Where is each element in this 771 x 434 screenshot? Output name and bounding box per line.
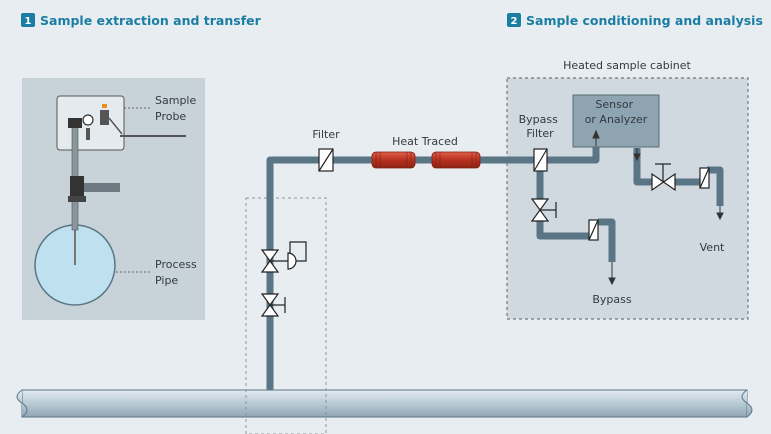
vent-valve-icon [651, 163, 676, 192]
probe-stem [71, 119, 79, 231]
bypass-line [536, 220, 590, 240]
main-pipe-left-break [16, 389, 28, 418]
sample-probe-assembly [56, 95, 186, 231]
to-sensor-arrow-icon [592, 129, 600, 139]
section-1-badge [21, 13, 35, 27]
heat-traced-line [371, 151, 481, 169]
filter-label: Filter [312, 128, 340, 141]
flow-arrows [592, 129, 724, 286]
isolation-valve-body [70, 176, 84, 198]
bypass-filter-label: Bypass Filter [519, 113, 562, 140]
sensor-analyzer-box [572, 94, 660, 148]
sensor-out-arrow-icon [633, 153, 641, 162]
section-2-header: 2 Sample conditioning and analysis [507, 13, 763, 28]
valve-handle-icon [102, 104, 107, 108]
riser-valve-upper-icon [260, 241, 307, 273]
bypass-filter-symbol [533, 148, 548, 172]
section-2-title: Sample conditioning and analysis [526, 13, 763, 28]
main-pipe-right-break [741, 389, 753, 418]
main-process-pipe [16, 389, 753, 418]
isolation-valve-handle [84, 183, 120, 192]
bypass-valve-icon [530, 198, 557, 222]
gauge-stem [86, 128, 90, 140]
vent-restrictor-icon [699, 167, 710, 189]
main-pipe-body [21, 389, 748, 418]
bypass-arrow-icon [608, 277, 616, 286]
sample-probe-label: Sample Probe [155, 94, 200, 123]
probe-valve-body [68, 118, 82, 128]
sample-lines [266, 146, 724, 390]
cabinet-label: Heated sample cabinet [563, 59, 691, 72]
riser-line [266, 156, 320, 390]
sensor-label: Sensor or Analyzer [585, 98, 648, 126]
vent-arrow-icon [716, 212, 724, 221]
vent-drop-line [707, 166, 724, 206]
heat-tube-ribs [375, 152, 477, 168]
probe-valve [100, 110, 109, 125]
gauge-icon [82, 114, 94, 126]
riser-enclosure [245, 197, 327, 434]
actuator-icon [287, 252, 297, 270]
bypass-drop-line [598, 218, 616, 262]
heat-traced-label: Heat Traced [392, 135, 458, 148]
process-pipe-label: Process Pipe [155, 258, 200, 287]
probe-flange [68, 196, 86, 202]
section-1-number: 1 [25, 16, 32, 27]
section-1-header: 1 Sample extraction and transfer [21, 13, 262, 28]
section-2-badge [507, 13, 521, 27]
filter-symbol [318, 148, 334, 172]
actuator-line [289, 241, 307, 262]
section-1-title: Sample extraction and transfer [40, 13, 262, 28]
bypass-label: Bypass [592, 293, 632, 306]
bypass-restrictor-icon [588, 219, 599, 241]
vent-label: Vent [700, 241, 725, 254]
to-sensor-line [545, 146, 600, 164]
riser-valve-lower-icon [260, 293, 286, 317]
probe-line [108, 117, 123, 135]
heat-traced-tube-2 [431, 151, 481, 169]
section-2-number: 2 [511, 16, 518, 27]
heat-traced-tube-1 [371, 151, 416, 169]
